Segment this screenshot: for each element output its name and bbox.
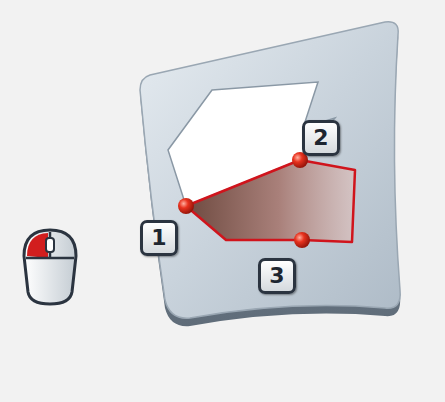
pick-point [178, 198, 194, 214]
mouse-icon [24, 230, 76, 304]
selected-face [186, 160, 355, 242]
callout-number: 1 [140, 220, 178, 256]
pick-point [294, 232, 310, 248]
plate [140, 22, 400, 318]
callout-number: 3 [258, 258, 296, 294]
callout-number: 2 [302, 120, 340, 156]
